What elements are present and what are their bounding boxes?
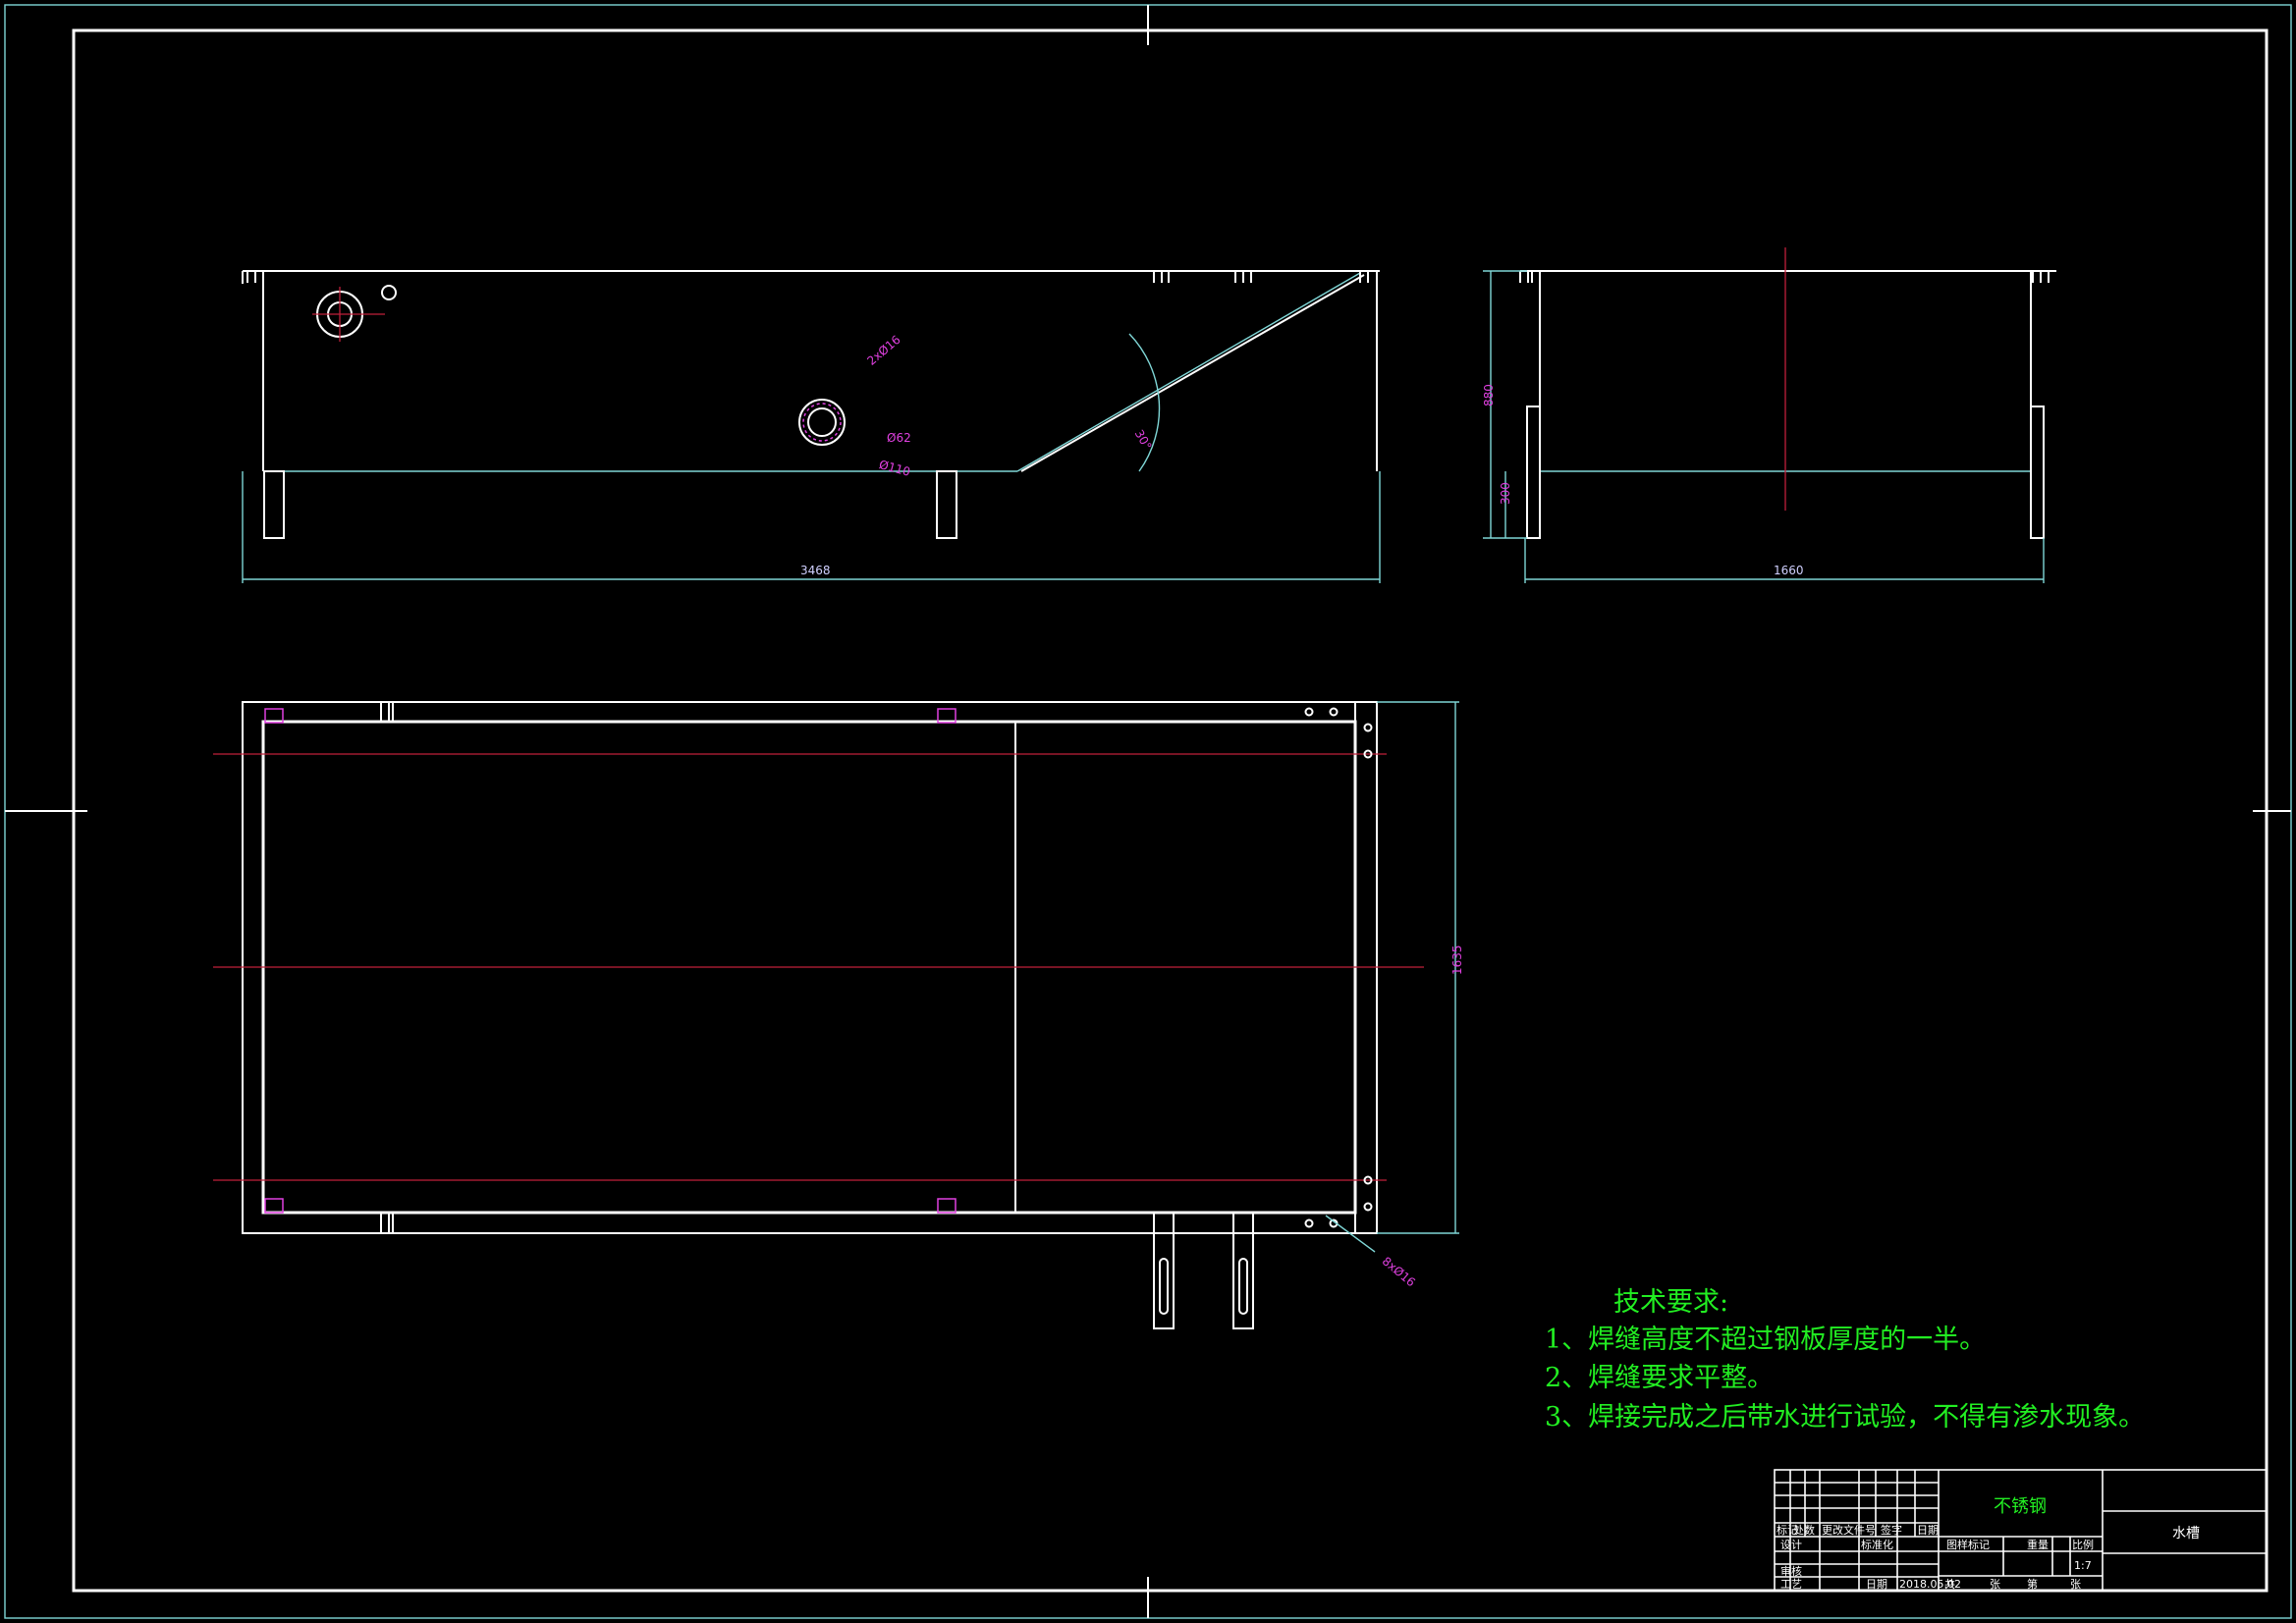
tb-label-weight: 重量	[2027, 1538, 2049, 1551]
tb-date-value: 2018.05.02	[1899, 1578, 1961, 1591]
inner-border	[72, 28, 2269, 1593]
tech-item-3: 3、焊接完成之后带水进行试验，不得有渗水现象。	[1545, 1402, 2145, 1433]
tb-label-standard: 标准化	[1861, 1538, 1893, 1551]
dim-hole-top: 2xØ16	[864, 333, 902, 368]
outer-border	[4, 4, 2292, 1619]
centering-marks	[5, 5, 2291, 1618]
tb-label-zone: 更改文件号	[1822, 1523, 1876, 1537]
tb-label-approve: 日期	[1866, 1578, 1887, 1591]
top-view: 1635 8xØ16	[213, 701, 1464, 1329]
tb-label-process: 工艺	[1780, 1578, 1802, 1591]
dim-side-width: 1660	[1774, 564, 1804, 577]
tb-label-check: 审核	[1780, 1564, 1802, 1578]
side-view: 880 300 1660	[1482, 247, 2056, 583]
dim-hole-mid: Ø62	[887, 431, 911, 445]
title-block: 标记 处数 更改文件号 签字 日期 设计 标准化 审核 工艺 日期 2018.0…	[1774, 1469, 2268, 1592]
tb-label-count: 处数	[1793, 1524, 1815, 1537]
tb-label-mark: 标记	[1777, 1523, 1798, 1537]
tb-label-total: 共	[1944, 1578, 1955, 1591]
tb-label-sign: 签字	[1881, 1523, 1902, 1537]
tech-item-1: 1、焊缝高度不超过钢板厚度的一半。	[1545, 1325, 1986, 1355]
tb-label-sheet: 张	[1990, 1578, 2000, 1591]
tb-scale-value: 1:7	[2074, 1559, 2092, 1572]
tb-label-stage: 图样标记	[1946, 1538, 1990, 1551]
tb-label-date: 日期	[1917, 1524, 1939, 1537]
dim-top-holes: 8xØ16	[1380, 1254, 1418, 1289]
dim-hole-mid-outer: Ø110	[878, 458, 912, 479]
tb-label-no: 第	[2027, 1577, 2038, 1591]
tb-label-scale: 比例	[2072, 1538, 2094, 1551]
dim-front-angle: 30°	[1132, 427, 1155, 452]
dim-side-height: 880	[1482, 384, 1496, 406]
tb-label-design: 设计	[1780, 1539, 1802, 1551]
dim-side-leg: 300	[1499, 482, 1512, 505]
dim-top-width: 1635	[1450, 945, 1464, 975]
tech-item-2: 2、焊缝要求平整。	[1545, 1363, 1774, 1393]
tb-material: 不锈钢	[1994, 1496, 2047, 1517]
tech-title: 技术要求:	[1613, 1287, 1728, 1318]
front-view: 3468 30° 2xØ16 Ø62 Ø110	[242, 270, 1381, 583]
dim-front-length: 3468	[800, 564, 831, 577]
tb-label-page: 张	[2070, 1578, 2081, 1591]
tech-requirements: 技术要求: 1、焊缝高度不超过钢板厚度的一半。 2、焊缝要求平整。 3、焊接完成…	[1545, 1287, 2145, 1433]
tb-part-name: 水槽	[2172, 1526, 2200, 1542]
